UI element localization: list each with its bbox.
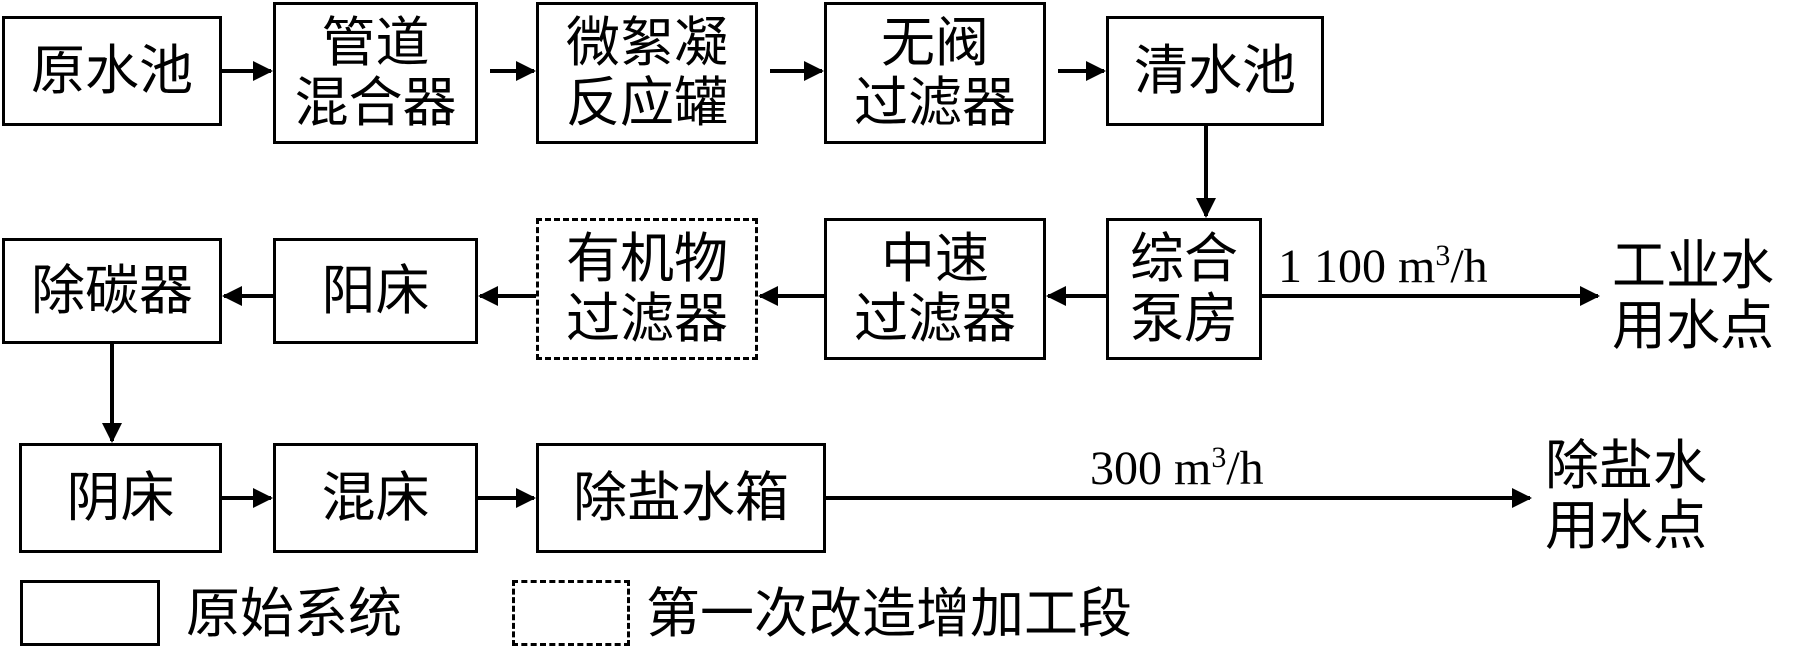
node-label: 除盐水箱 [573,466,789,529]
node-label: 清水池 [1134,39,1296,102]
node-label: 混床 [321,466,430,529]
node-label: 有机物 过滤器 [566,227,728,350]
legend-retrofit-label: 第一次改造增加工段 [646,582,1132,645]
node-label: 无阀 过滤器 [854,11,1016,134]
flow-rate-desalted: 300 m3/h [1090,432,1264,495]
flow-rate-industrial: 1 100 m3/h [1278,230,1488,293]
node-label: 中速 过滤器 [854,227,1016,350]
rate-value: 1 100 m [1278,240,1436,293]
node-mixed-bed: 混床 [273,443,478,553]
node-valveless-filter: 无阀 过滤器 [824,2,1046,144]
node-cation-bed: 阳床 [273,238,478,344]
node-label: 管道 混合器 [294,11,457,134]
rate-exponent: 3 [1435,239,1451,272]
node-label: 除碳器 [31,259,193,322]
node-medium-filter: 中速 过滤器 [824,218,1046,360]
rate-exponent: 3 [1211,441,1227,474]
rate-unit: /h [1226,442,1264,495]
node-decarbonizer: 除碳器 [2,238,222,344]
node-label: 阴床 [66,466,175,529]
node-label: 综合 泵房 [1130,227,1238,350]
legend-dashed-swatch [512,580,630,646]
endpoint-desalted: 除盐水 用水点 [1545,434,1707,557]
node-label: 原水池 [31,39,193,102]
node-desalt-tank: 除盐水箱 [536,443,826,553]
rate-unit: /h [1450,240,1488,293]
node-label: 阳床 [321,259,430,322]
node-pipe-mixer: 管道 混合器 [273,2,478,144]
node-anion-bed: 阴床 [19,443,222,553]
node-floc-tank: 微絮凝 反应罐 [536,2,758,144]
node-raw-pool: 原水池 [2,16,222,126]
rate-value: 300 m [1090,442,1212,495]
legend-solid-swatch [20,580,160,646]
node-organic-filter: 有机物 过滤器 [536,218,758,360]
node-pump-house: 综合 泵房 [1106,218,1262,360]
endpoint-industrial: 工业水 用水点 [1612,234,1774,357]
legend-original-label: 原始系统 [186,582,402,645]
node-clear-pool: 清水池 [1106,16,1324,126]
node-label: 微絮凝 反应罐 [566,11,728,134]
